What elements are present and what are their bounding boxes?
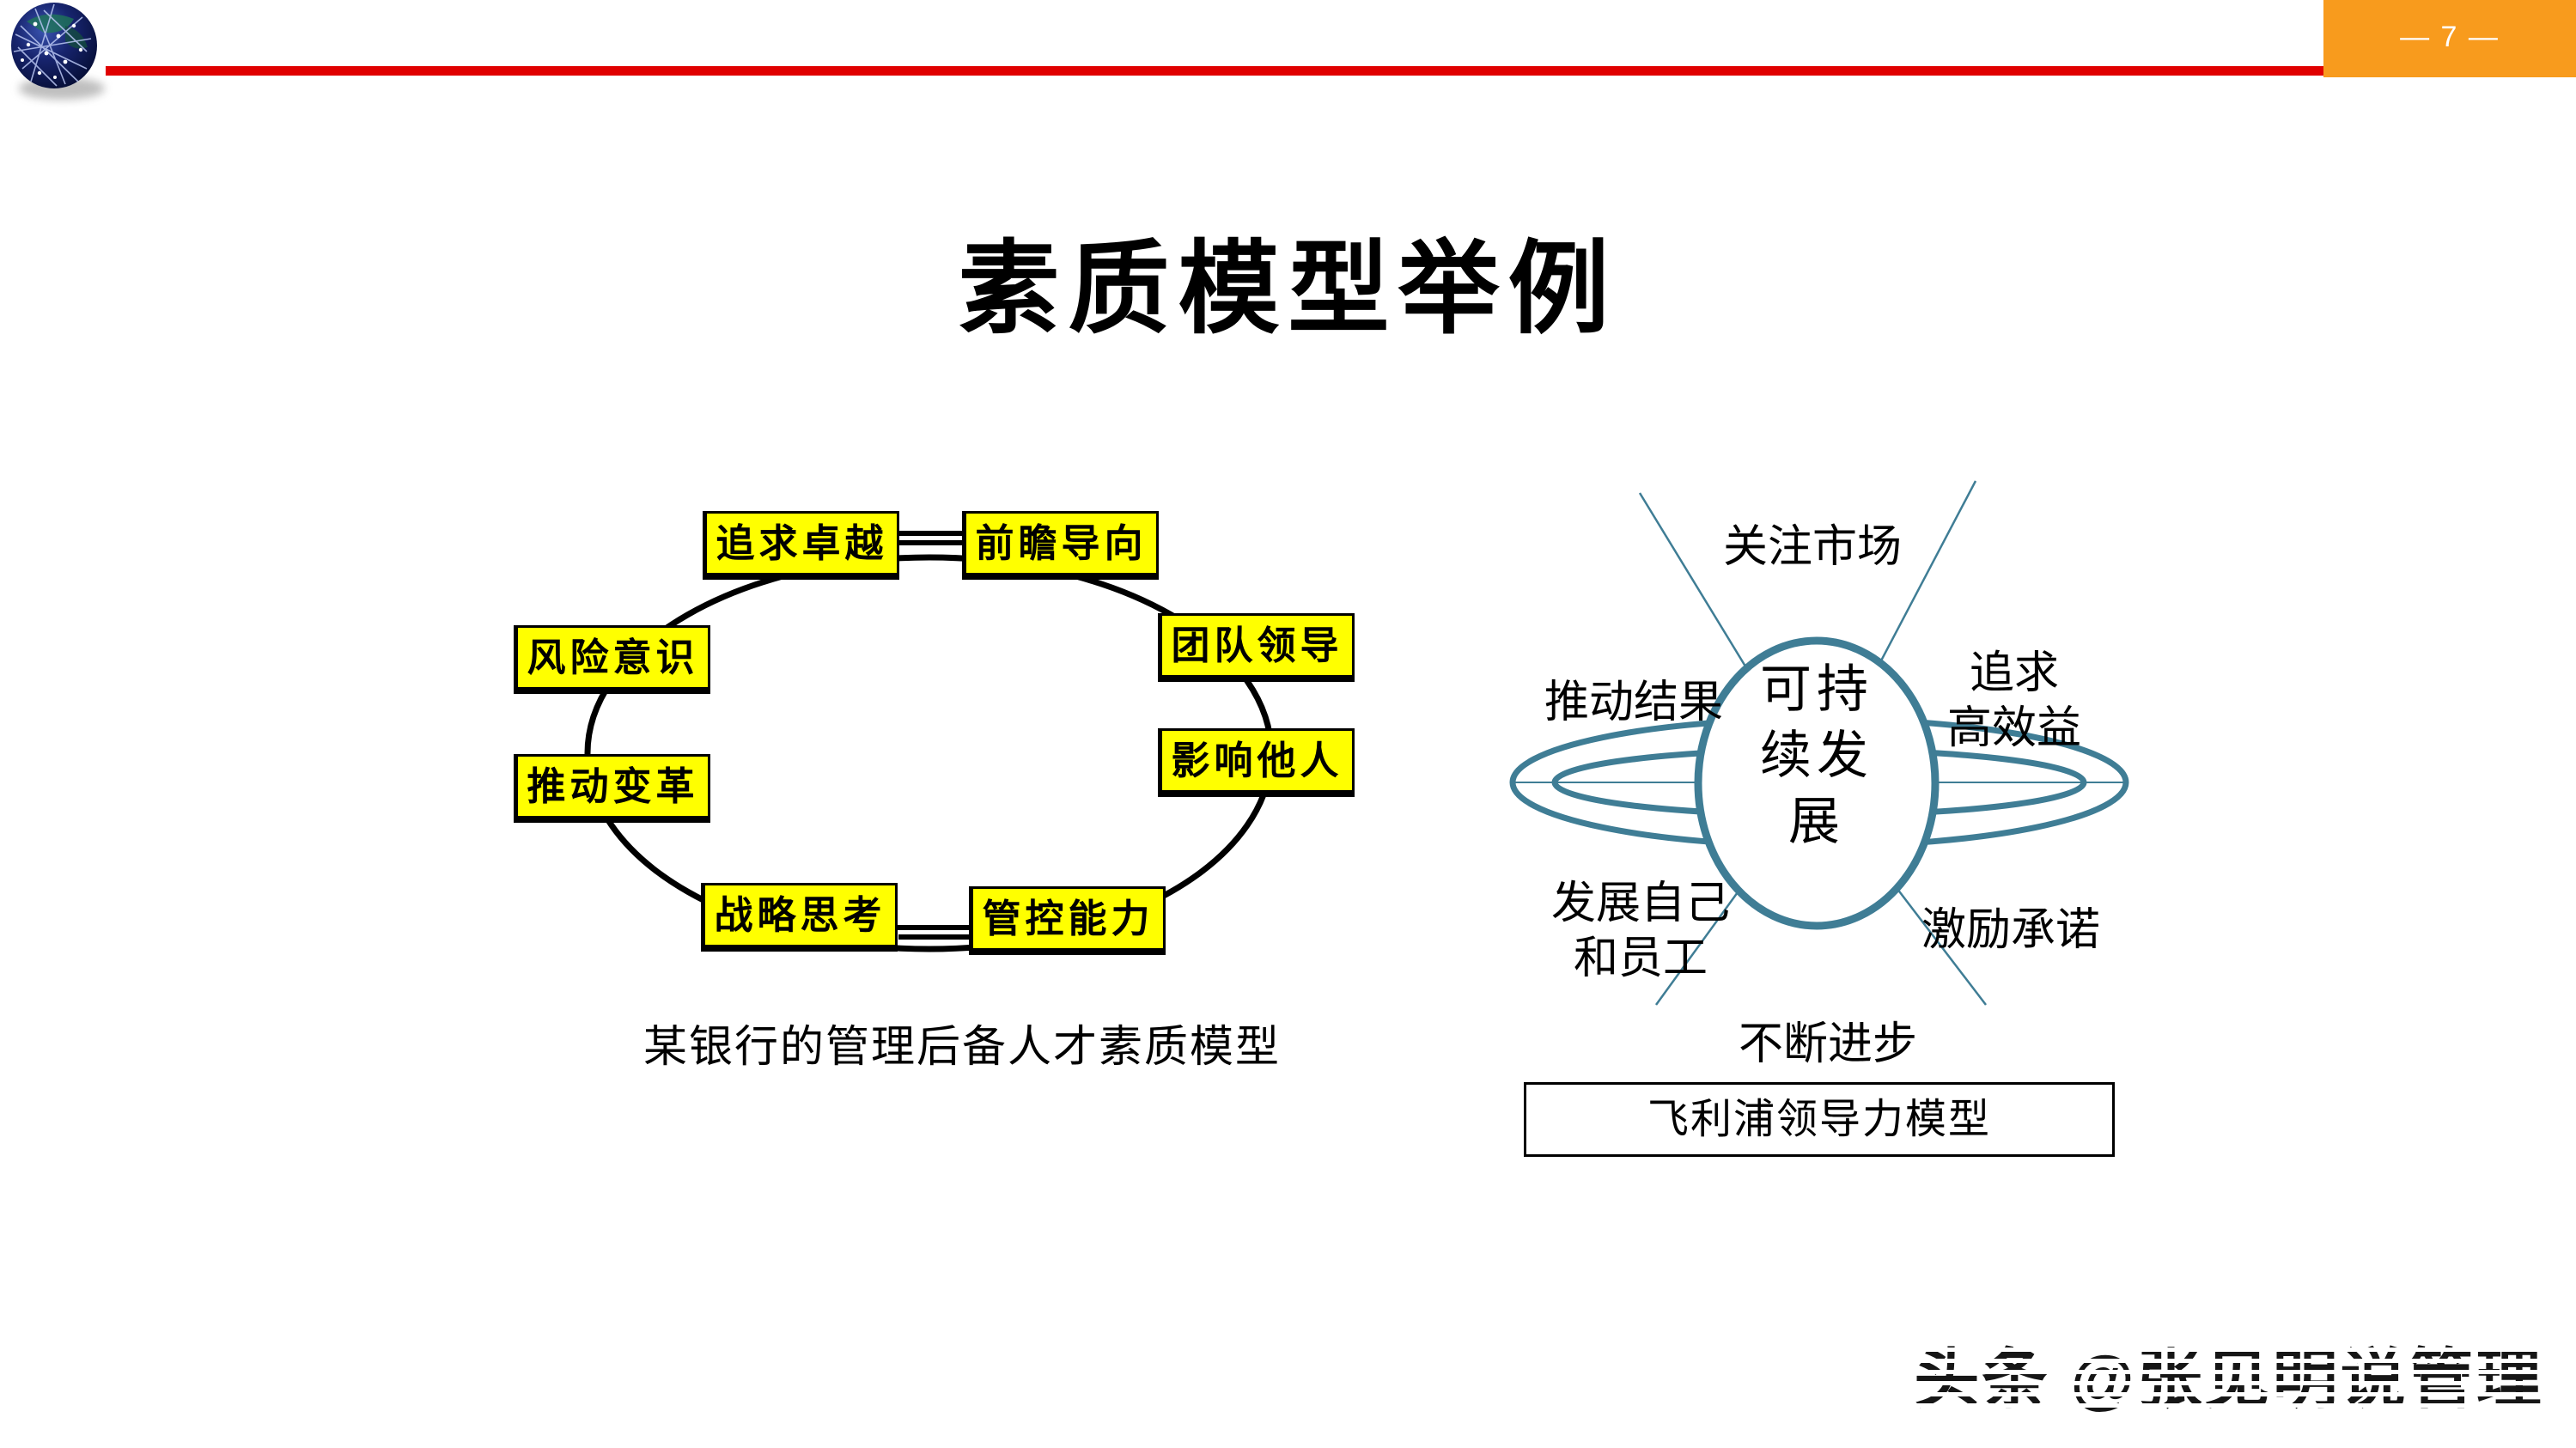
philips-model-caption: 飞利浦领导力模型 xyxy=(1647,1097,1991,1142)
philips-model-caption-box: 飞利浦领导力模型 xyxy=(1524,1082,2115,1157)
philips-label-pursue-efficiency: 追求 高效益 xyxy=(1877,646,2152,756)
center-circle xyxy=(1694,636,1940,930)
philips-label-focus-market: 关注市场 xyxy=(1722,522,1902,572)
competency-box-drive-change: 推动变革 xyxy=(514,754,710,823)
philips-center-line: 展 xyxy=(1788,793,1845,850)
philips-label-line: 追求 xyxy=(1969,648,2059,698)
competency-box-influence-others: 影响他人 xyxy=(1158,728,1355,797)
globe-logo xyxy=(11,3,105,100)
header-red-rule xyxy=(106,66,2323,76)
competency-box-label: 战略思考 xyxy=(714,893,886,937)
competency-box-label: 风险意识 xyxy=(527,636,699,679)
philips-label-line: 和员工 xyxy=(1573,934,1708,983)
competency-box-label: 推动变革 xyxy=(527,764,699,808)
page-title: 素质模型举例 xyxy=(958,234,1618,346)
competency-box-team-leadership: 团队领导 xyxy=(1158,613,1355,682)
competency-box-label: 影响他人 xyxy=(1171,739,1343,782)
competency-box-pursue-excellence: 追求卓越 xyxy=(703,511,899,580)
philips-label-line: 发展自己 xyxy=(1550,879,1730,928)
competency-box-forward-orientation: 前瞻导向 xyxy=(962,511,1159,580)
bank-model-caption: 某银行的管理后备人才素质模型 xyxy=(642,1022,1281,1071)
competency-box-risk-awareness: 风险意识 xyxy=(514,625,710,694)
philips-label-drive-results: 推动结果 xyxy=(1544,678,1723,727)
philips-label-line: 高效益 xyxy=(1946,703,2081,753)
competency-box-label: 前瞻导向 xyxy=(975,521,1148,565)
watermark: 头条 @张见明说管理 xyxy=(1890,1329,2568,1433)
competency-box-label: 团队领导 xyxy=(1171,624,1343,667)
competency-box-label: 管控能力 xyxy=(982,897,1154,940)
page-number-badge: — 7 — xyxy=(2323,0,2576,77)
philips-label-continuous-progress: 不断进步 xyxy=(1738,1019,1917,1069)
philips-center-line: 可持 xyxy=(1760,660,1873,718)
page-number: — 7 — xyxy=(2400,21,2500,53)
competency-box-strategic-thinking: 战略思考 xyxy=(701,883,898,952)
competency-box-control-ability: 管控能力 xyxy=(969,886,1166,955)
philips-center-label: 可持 续发 展 xyxy=(1688,656,1946,855)
philips-label-inspire-commitment: 激励承诺 xyxy=(1921,905,2100,955)
competency-box-label: 追求卓越 xyxy=(716,521,888,565)
philips-model-shapes xyxy=(1509,480,2129,1006)
globe-network-lines xyxy=(13,3,92,87)
philips-label-develop-self-staff: 发展自己 和员工 xyxy=(1503,876,1778,986)
globe-network-dots xyxy=(21,21,83,79)
philips-center-line: 续发 xyxy=(1760,727,1873,784)
